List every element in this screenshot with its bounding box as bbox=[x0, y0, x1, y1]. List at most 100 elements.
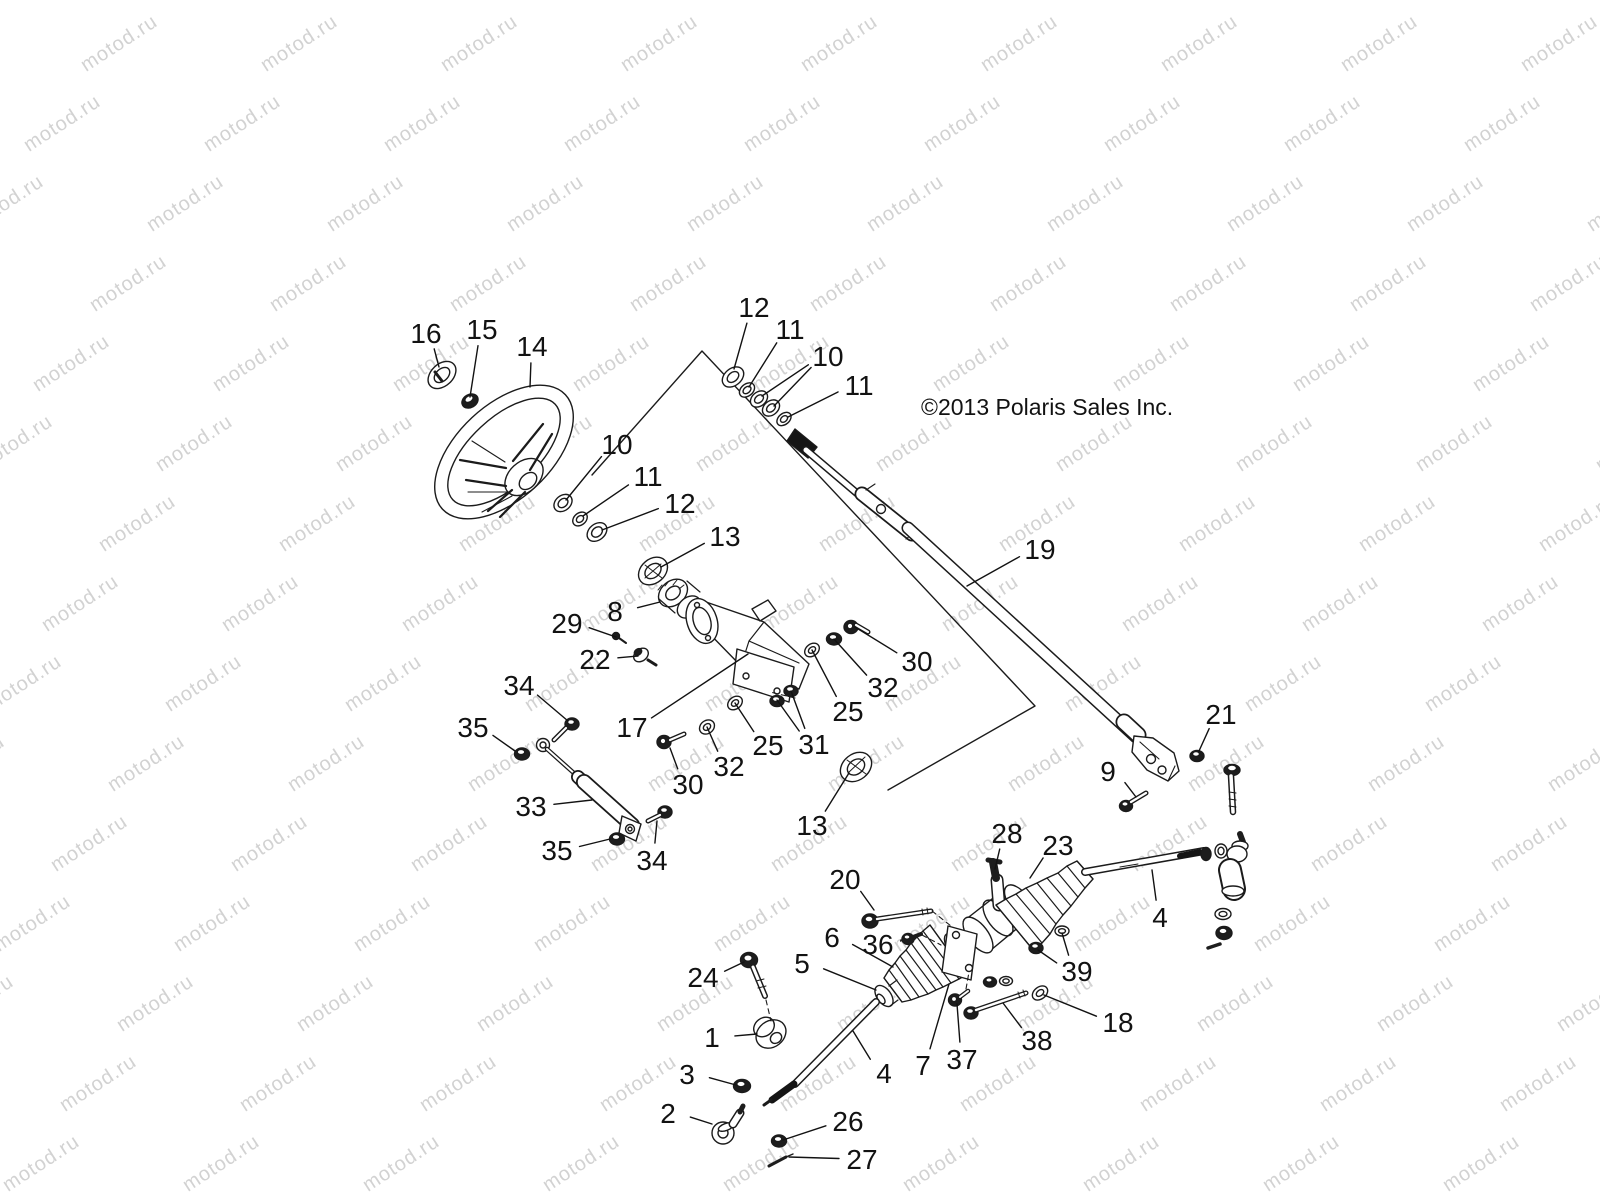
callout-37: 37 bbox=[946, 1044, 977, 1075]
leader-line-11 bbox=[582, 484, 630, 517]
leader-line-27 bbox=[788, 1156, 840, 1160]
leader-line-10 bbox=[773, 366, 812, 407]
callout-11: 11 bbox=[775, 314, 804, 345]
leader-line-11 bbox=[748, 342, 778, 388]
mount-plate-7 bbox=[941, 925, 978, 981]
callout-4: 4 bbox=[876, 1058, 892, 1089]
rack-hardware bbox=[861, 907, 1070, 1020]
leader-line-34 bbox=[536, 694, 569, 722]
callout-14: 14 bbox=[516, 331, 547, 362]
leader-line-35 bbox=[578, 838, 611, 848]
callout-30: 30 bbox=[672, 769, 703, 800]
leader-line-11 bbox=[787, 391, 839, 418]
callout-35: 35 bbox=[541, 835, 572, 866]
leader-line-37 bbox=[956, 1003, 961, 1043]
leader-line-39 bbox=[1037, 949, 1058, 964]
damper-bolts-nuts bbox=[513, 717, 673, 846]
leader-line-10 bbox=[761, 364, 809, 397]
leader-line-19 bbox=[966, 556, 1021, 587]
leader-line-16 bbox=[433, 348, 440, 368]
leader-line-13 bbox=[824, 772, 850, 812]
wheel-cap-16 bbox=[427, 360, 457, 390]
callout-9: 9 bbox=[1100, 756, 1116, 787]
callout-39: 39 bbox=[1061, 956, 1092, 987]
callout-16: 16 bbox=[410, 318, 441, 349]
leader-line-29 bbox=[588, 627, 617, 638]
leader-line-25 bbox=[734, 702, 755, 733]
callout-11: 11 bbox=[844, 370, 873, 401]
leader-line-10 bbox=[565, 455, 603, 501]
leader-line-6 bbox=[851, 943, 894, 968]
leader-line-39 bbox=[1061, 932, 1070, 956]
callout-26: 26 bbox=[832, 1106, 863, 1137]
callout-10: 10 bbox=[812, 341, 843, 372]
screw-29 bbox=[611, 631, 627, 644]
callout-6: 6 bbox=[824, 922, 840, 953]
callout-32: 32 bbox=[713, 751, 744, 782]
leader-line-12 bbox=[733, 322, 748, 370]
callout-20: 20 bbox=[829, 864, 860, 895]
callout-10: 10 bbox=[601, 429, 632, 460]
callout-38: 38 bbox=[1021, 1025, 1052, 1056]
bushing-1 bbox=[753, 1016, 787, 1049]
callout-15: 15 bbox=[466, 314, 497, 345]
column-bracket-17 bbox=[685, 597, 810, 703]
detail-box-outline bbox=[591, 350, 1036, 791]
bellows-right bbox=[995, 860, 1094, 952]
callout-12: 12 bbox=[738, 292, 769, 323]
leader-line-4 bbox=[1151, 869, 1157, 901]
callout-31: 31 bbox=[798, 729, 829, 760]
leader-line-13 bbox=[660, 542, 705, 568]
joint-bolt-9 bbox=[1118, 790, 1149, 813]
callout-3: 3 bbox=[679, 1059, 695, 1090]
callout-25: 25 bbox=[752, 730, 783, 761]
callout-34: 34 bbox=[503, 670, 534, 701]
nut-26 bbox=[770, 1134, 788, 1148]
bearing-13-upper bbox=[637, 556, 669, 586]
leader-line-33 bbox=[553, 799, 593, 805]
leader-line-26 bbox=[782, 1125, 827, 1141]
callout-23: 23 bbox=[1042, 830, 1073, 861]
leader-line-22 bbox=[617, 655, 639, 659]
fitting-22 bbox=[632, 647, 658, 667]
callout-22: 22 bbox=[579, 644, 610, 675]
leader-line-17 bbox=[650, 653, 749, 719]
leader-line-15 bbox=[469, 345, 479, 398]
leader-line-2 bbox=[689, 1116, 713, 1125]
callout-12: 12 bbox=[664, 488, 695, 519]
callout-7: 7 bbox=[915, 1050, 931, 1081]
leader-line-20 bbox=[860, 890, 875, 911]
bearing-13-lower bbox=[839, 751, 873, 783]
leader-line-35 bbox=[492, 734, 516, 752]
leader-line-1 bbox=[734, 1033, 758, 1037]
callout-25: 25 bbox=[832, 696, 863, 727]
callout-24: 24 bbox=[687, 962, 718, 993]
leader-line-32 bbox=[706, 726, 719, 752]
steering-shaft-19 bbox=[786, 428, 1180, 782]
tie-rod-end-2 bbox=[711, 1103, 746, 1145]
callout-27: 27 bbox=[846, 1144, 877, 1175]
leader-line-5 bbox=[822, 968, 877, 991]
callout-33: 33 bbox=[515, 791, 546, 822]
callout-32: 32 bbox=[867, 672, 898, 703]
leader-line-18 bbox=[1043, 994, 1098, 1017]
leader-line-34 bbox=[654, 820, 658, 844]
callout-5: 5 bbox=[794, 948, 810, 979]
leader-line-4 bbox=[852, 1030, 871, 1061]
leader-line-30 bbox=[854, 626, 898, 654]
cotter-pin-27 bbox=[767, 1153, 794, 1168]
callout-13: 13 bbox=[709, 521, 740, 552]
callout-19: 19 bbox=[1024, 534, 1055, 565]
leader-line-21 bbox=[1198, 727, 1210, 752]
leader-line-24 bbox=[723, 961, 745, 972]
steering-damper-33 bbox=[535, 737, 642, 842]
leader-line-9 bbox=[1124, 781, 1137, 798]
copyright-notice: ©2013 Polaris Sales Inc. bbox=[921, 394, 1173, 420]
leader-line-14 bbox=[529, 362, 532, 388]
callout-11: 11 bbox=[633, 461, 662, 492]
leader-line-7 bbox=[929, 983, 950, 1050]
frame-bolt-24 bbox=[739, 951, 768, 999]
callout-34: 34 bbox=[636, 845, 667, 876]
